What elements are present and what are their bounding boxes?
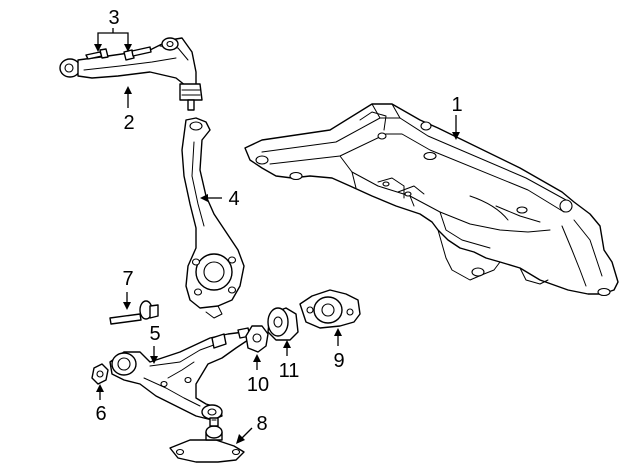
callout-8: 8 xyxy=(256,413,267,435)
bushing xyxy=(267,307,299,341)
lower-control-arm xyxy=(109,327,251,421)
upper-control-arm xyxy=(59,37,203,111)
callout-10: 10 xyxy=(247,374,269,396)
callout-6: 6 xyxy=(95,403,106,425)
callout-7: 7 xyxy=(122,268,133,290)
callout-11: 11 xyxy=(279,360,300,382)
callout-3: 3 xyxy=(108,7,119,29)
crossmember xyxy=(244,103,619,297)
bushing-with-bracket xyxy=(299,289,361,329)
spacer xyxy=(245,325,269,353)
callout-1: 1 xyxy=(451,94,462,116)
callout-9: 9 xyxy=(333,350,344,372)
lower-arm-bolt xyxy=(109,300,159,325)
lower-arm-nut xyxy=(91,363,109,385)
lower-ball-joint xyxy=(169,417,245,463)
callout-leaders xyxy=(94,28,460,444)
callout-5: 5 xyxy=(149,323,160,345)
arm-bolt-and-nut xyxy=(85,46,152,61)
callout-4: 4 xyxy=(228,188,239,210)
callout-2: 2 xyxy=(123,112,134,134)
steering-knuckle xyxy=(181,117,245,319)
